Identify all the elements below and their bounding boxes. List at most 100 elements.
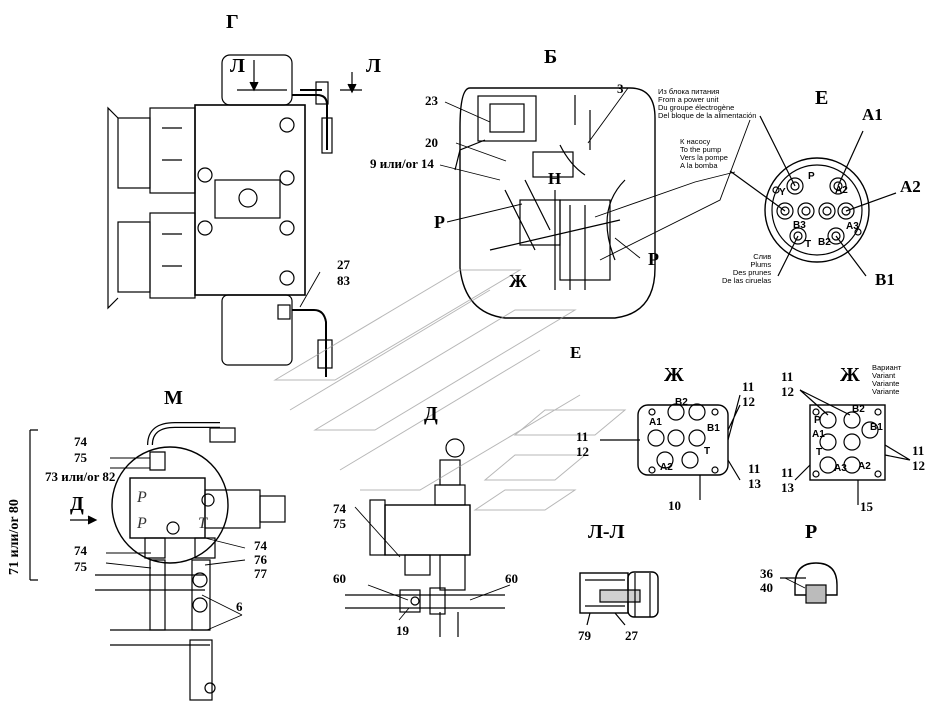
port-e-y: Y — [779, 187, 786, 198]
callout-6: 6 — [236, 599, 243, 614]
callout-11e: 11 — [781, 465, 794, 480]
label-zh-arrow: Ж — [509, 271, 527, 291]
port-m-p2: P — [137, 515, 147, 532]
port-zh2-a1: A1 — [812, 429, 825, 440]
note-to-pump-en: To the pump — [680, 144, 722, 154]
label-l-left: Л — [230, 55, 245, 77]
callout-15: 15 — [860, 499, 873, 514]
callout-71-80: 71 или/or 80 — [7, 499, 22, 575]
label-view-zh1: Ж — [664, 364, 684, 386]
callout-27: 27 — [337, 257, 350, 272]
note-variant-en: Variant — [872, 370, 896, 380]
view-r-detail — [780, 562, 838, 604]
port-e-a1: A1 — [862, 105, 883, 124]
callout-75a: 75 — [74, 450, 87, 465]
background-watermark — [273, 269, 627, 511]
label-d-arrow: Д — [70, 493, 84, 515]
port-e-b2-in: B2 — [818, 237, 831, 248]
port-zh2-t: T — [816, 447, 823, 458]
label-view-zh2: Ж — [840, 364, 860, 386]
callout-74d: 74 — [333, 501, 346, 516]
callout-73-82: 73 или/or 82 — [45, 469, 116, 484]
port-zh2-b1: B1 — [870, 422, 883, 433]
note-to-pump-ru: К насосу — [680, 137, 711, 146]
callout-40: 40 — [760, 580, 773, 595]
callout-83: 83 — [337, 273, 350, 288]
callout-11b: 11 — [576, 429, 589, 444]
callout-13a: 13 — [748, 476, 761, 491]
note-to-pump: К насосу To the pump Vers la pompe A la … — [680, 138, 728, 170]
callout-19: 19 — [396, 623, 409, 638]
port-zh1-b2: B2 — [675, 397, 688, 408]
view-zh1-connector — [600, 394, 741, 500]
label-section-ll: Л-Л — [588, 521, 625, 543]
callout-74a: 74 — [74, 434, 87, 449]
port-zh2-a2: A2 — [858, 461, 871, 472]
label-view-b: Б — [544, 46, 558, 68]
port-e-b1: B1 — [875, 270, 895, 289]
port-m-t: T — [198, 515, 207, 532]
port-e-t: T — [805, 239, 812, 250]
note-drain: Слив Plums Des prunes De las ciruelas — [722, 253, 771, 285]
callout-10: 10 — [668, 498, 681, 513]
label-view-e: Е — [815, 87, 829, 109]
note-variant-fr: Variante — [872, 378, 900, 388]
callout-12b: 12 — [576, 444, 589, 459]
port-e-a2-in: A2 — [835, 185, 848, 196]
callout-11d: 11 — [781, 369, 794, 384]
label-e-arrow: Е — [570, 343, 582, 362]
callout-79: 79 — [578, 628, 591, 643]
note-to-pump-es: A la bomba — [680, 160, 718, 170]
port-zh2-a3: A3 — [834, 463, 847, 474]
callout-13e: 13 — [781, 480, 794, 495]
note-drain-es: De las ciruelas — [722, 275, 772, 285]
port-zh1-b1: B1 — [707, 423, 720, 434]
callout-75d: 75 — [333, 516, 346, 531]
callout-11a: 11 — [742, 379, 755, 394]
label-view-d: Д — [424, 403, 438, 425]
view-b-joystick-panel — [454, 87, 656, 319]
port-zh2-p: P — [814, 415, 821, 426]
callout-11c: 11 — [748, 461, 761, 476]
callout-20: 20 — [425, 135, 438, 150]
label-view-m: М — [164, 387, 183, 409]
label-n-arrow: Н — [548, 169, 562, 188]
note-to-pump-fr: Vers la pompe — [680, 152, 728, 162]
callout-9-14: 9 или/or 14 — [370, 156, 434, 171]
port-e-a3-in: A3 — [846, 221, 859, 232]
note-drain-ru: Слив — [753, 252, 772, 261]
callout-75b: 75 — [74, 559, 87, 574]
note-power-unit-fr: Du groupe électrogène — [658, 102, 735, 112]
note-variant-ru: Вариант — [872, 363, 902, 372]
callout-74b: 74 — [74, 543, 87, 558]
port-e-p: P — [808, 171, 815, 182]
leader-lines — [105, 87, 806, 631]
callout-60b: 60 — [505, 571, 518, 586]
note-variant: Вариант Variant Variante Variante — [872, 364, 901, 396]
port-m-p1: P — [137, 489, 147, 506]
callout-36: 36 — [760, 566, 773, 581]
port-e-b3-in: B3 — [793, 220, 806, 231]
note-power-unit: Из блока питания From a power unit Du gr… — [658, 88, 756, 120]
label-view-g: Г — [226, 11, 239, 33]
label-r-left: Р — [434, 212, 445, 232]
callout-23: 23 — [425, 93, 438, 108]
label-r-right: Р — [648, 249, 659, 269]
note-power-unit-en: From a power unit — [658, 94, 719, 104]
note-power-unit-es: Del bloque de la alimentación — [658, 110, 757, 120]
section-ll — [579, 571, 659, 626]
callout-74c: 74 — [254, 538, 267, 553]
note-variant-es: Variante — [872, 386, 900, 396]
note-power-unit-ru: Из блока питания — [658, 87, 720, 96]
callout-3: 3 — [617, 81, 624, 96]
view-d-fitting — [345, 438, 505, 637]
label-view-r: Р — [805, 521, 818, 543]
callout-60a: 60 — [333, 571, 346, 586]
callout-12a: 12 — [742, 394, 755, 409]
label-l-right: Л — [366, 55, 381, 77]
callout-12d: 12 — [781, 384, 794, 399]
view-g-valve-block — [107, 54, 362, 377]
port-zh2-b2: B2 — [852, 404, 865, 415]
note-drain-fr: Des prunes — [732, 267, 772, 277]
